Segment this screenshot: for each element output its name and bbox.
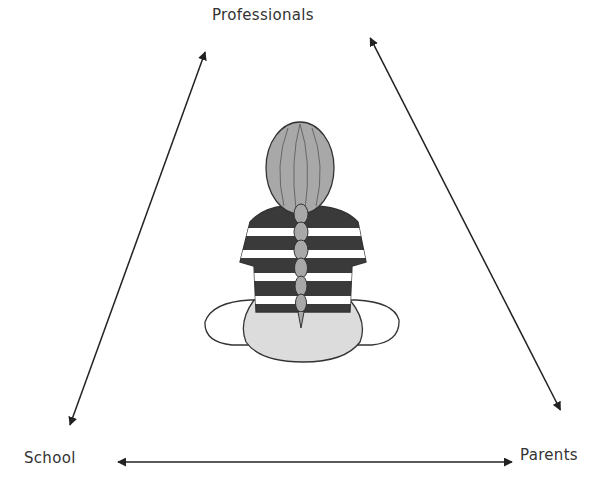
node-label: School — [24, 449, 118, 467]
double-arrow — [118, 461, 512, 463]
double-arrow — [70, 52, 205, 425]
node-label: Parents — [520, 446, 605, 464]
hair — [266, 122, 334, 214]
text-node: School — [20, 425, 118, 490]
braid — [294, 204, 308, 328]
node-label: Professionals — [212, 6, 372, 24]
text-node: Professionals — [200, 0, 372, 52]
text-node: Parents — [512, 410, 605, 490]
hair-strands — [280, 124, 320, 210]
double-arrow — [370, 38, 560, 410]
